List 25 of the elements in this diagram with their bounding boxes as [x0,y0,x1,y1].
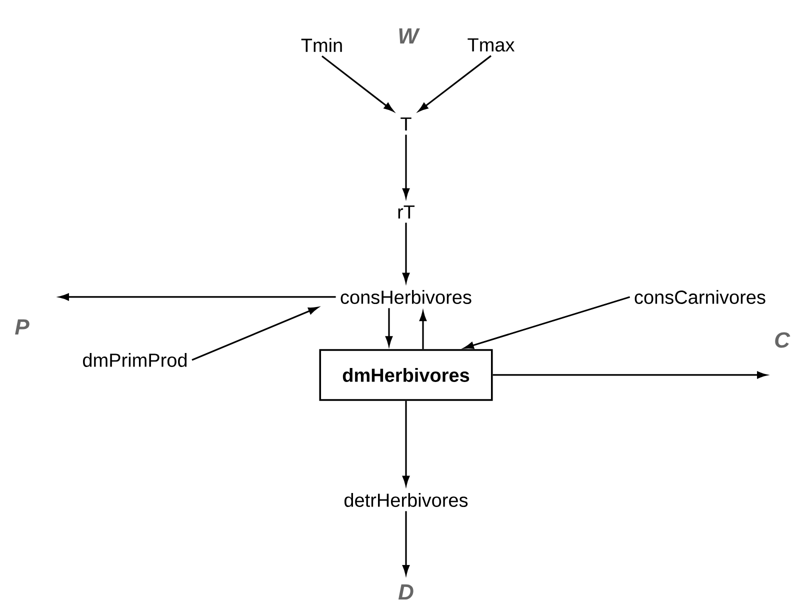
stock-box: dmHerbivores [319,349,493,401]
arrow [418,55,492,112]
arrow [402,511,410,575]
arrow [464,296,630,349]
variable-label: rT [398,205,415,219]
variable-label: Tmax [468,38,515,52]
arrow [402,400,410,486]
variable-label: T [400,117,412,131]
arrow [59,293,336,301]
arrow [322,55,394,112]
variable-label: detrHerbivores [344,493,468,507]
letter-label: C [775,332,790,348]
variable-label: consHerbivores [340,290,472,304]
arrow [192,306,318,361]
letter-label: W [399,28,420,44]
letter-label: D [398,584,414,600]
arrow [402,134,410,198]
letter-label: P [15,319,30,335]
variable-label: consCarnivores [634,290,766,304]
arrow [385,308,393,346]
arrow [419,311,427,350]
variable-label: Tmin [301,38,342,52]
variable-label: dmPrimProd [83,353,187,367]
arrow [492,371,767,379]
arrow [402,222,410,283]
